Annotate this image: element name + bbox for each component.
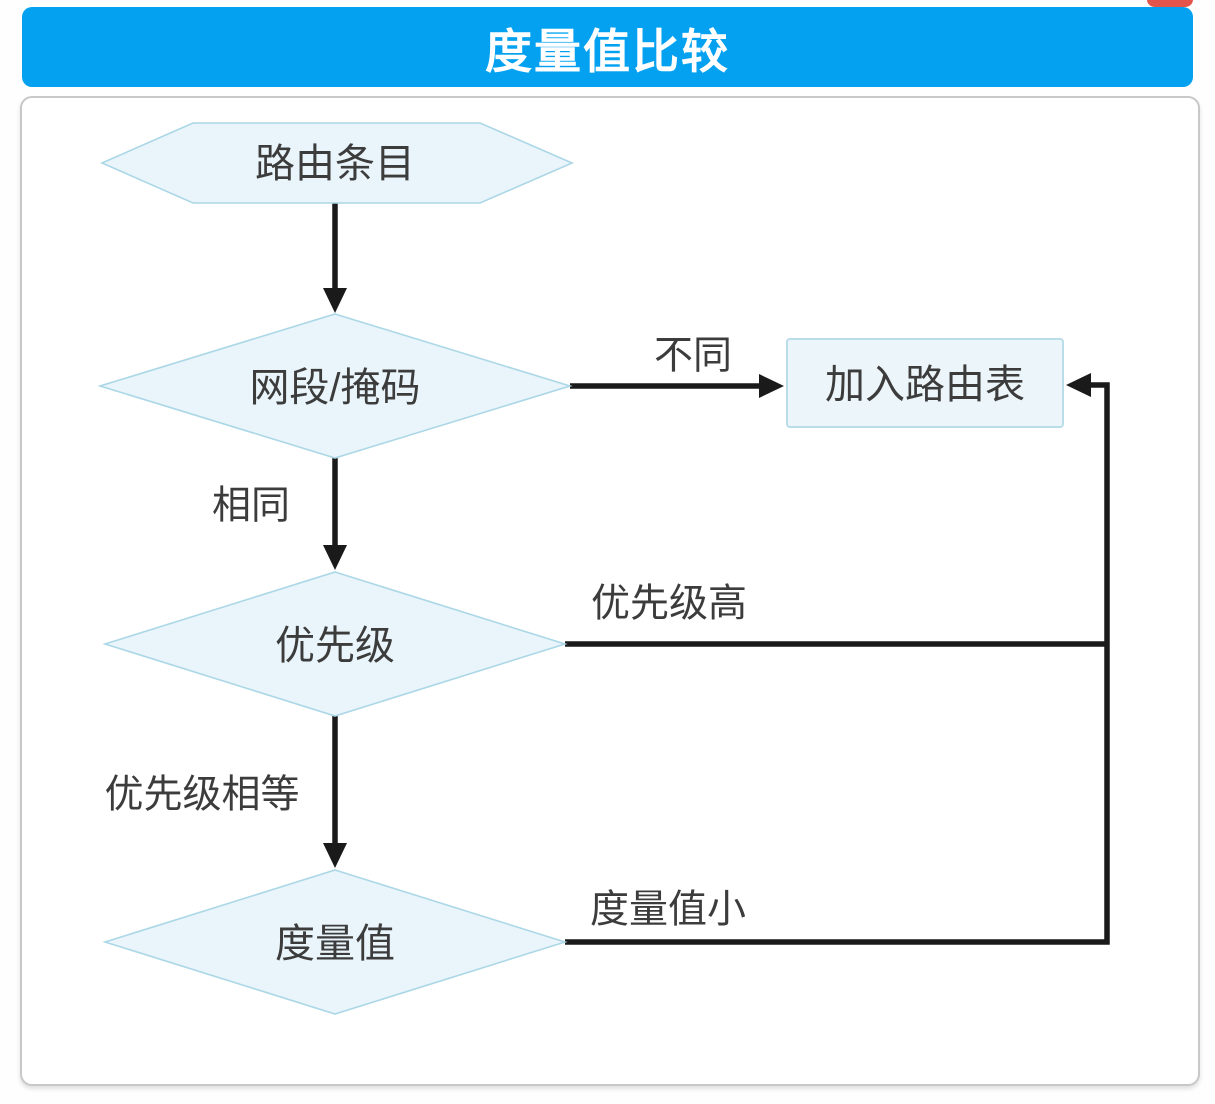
flowchart-container bbox=[20, 96, 1200, 1086]
red-window-fragment bbox=[1147, 0, 1193, 7]
title-bar: 度量值比较 bbox=[22, 7, 1193, 87]
page-title: 度量值比较 bbox=[485, 24, 730, 78]
